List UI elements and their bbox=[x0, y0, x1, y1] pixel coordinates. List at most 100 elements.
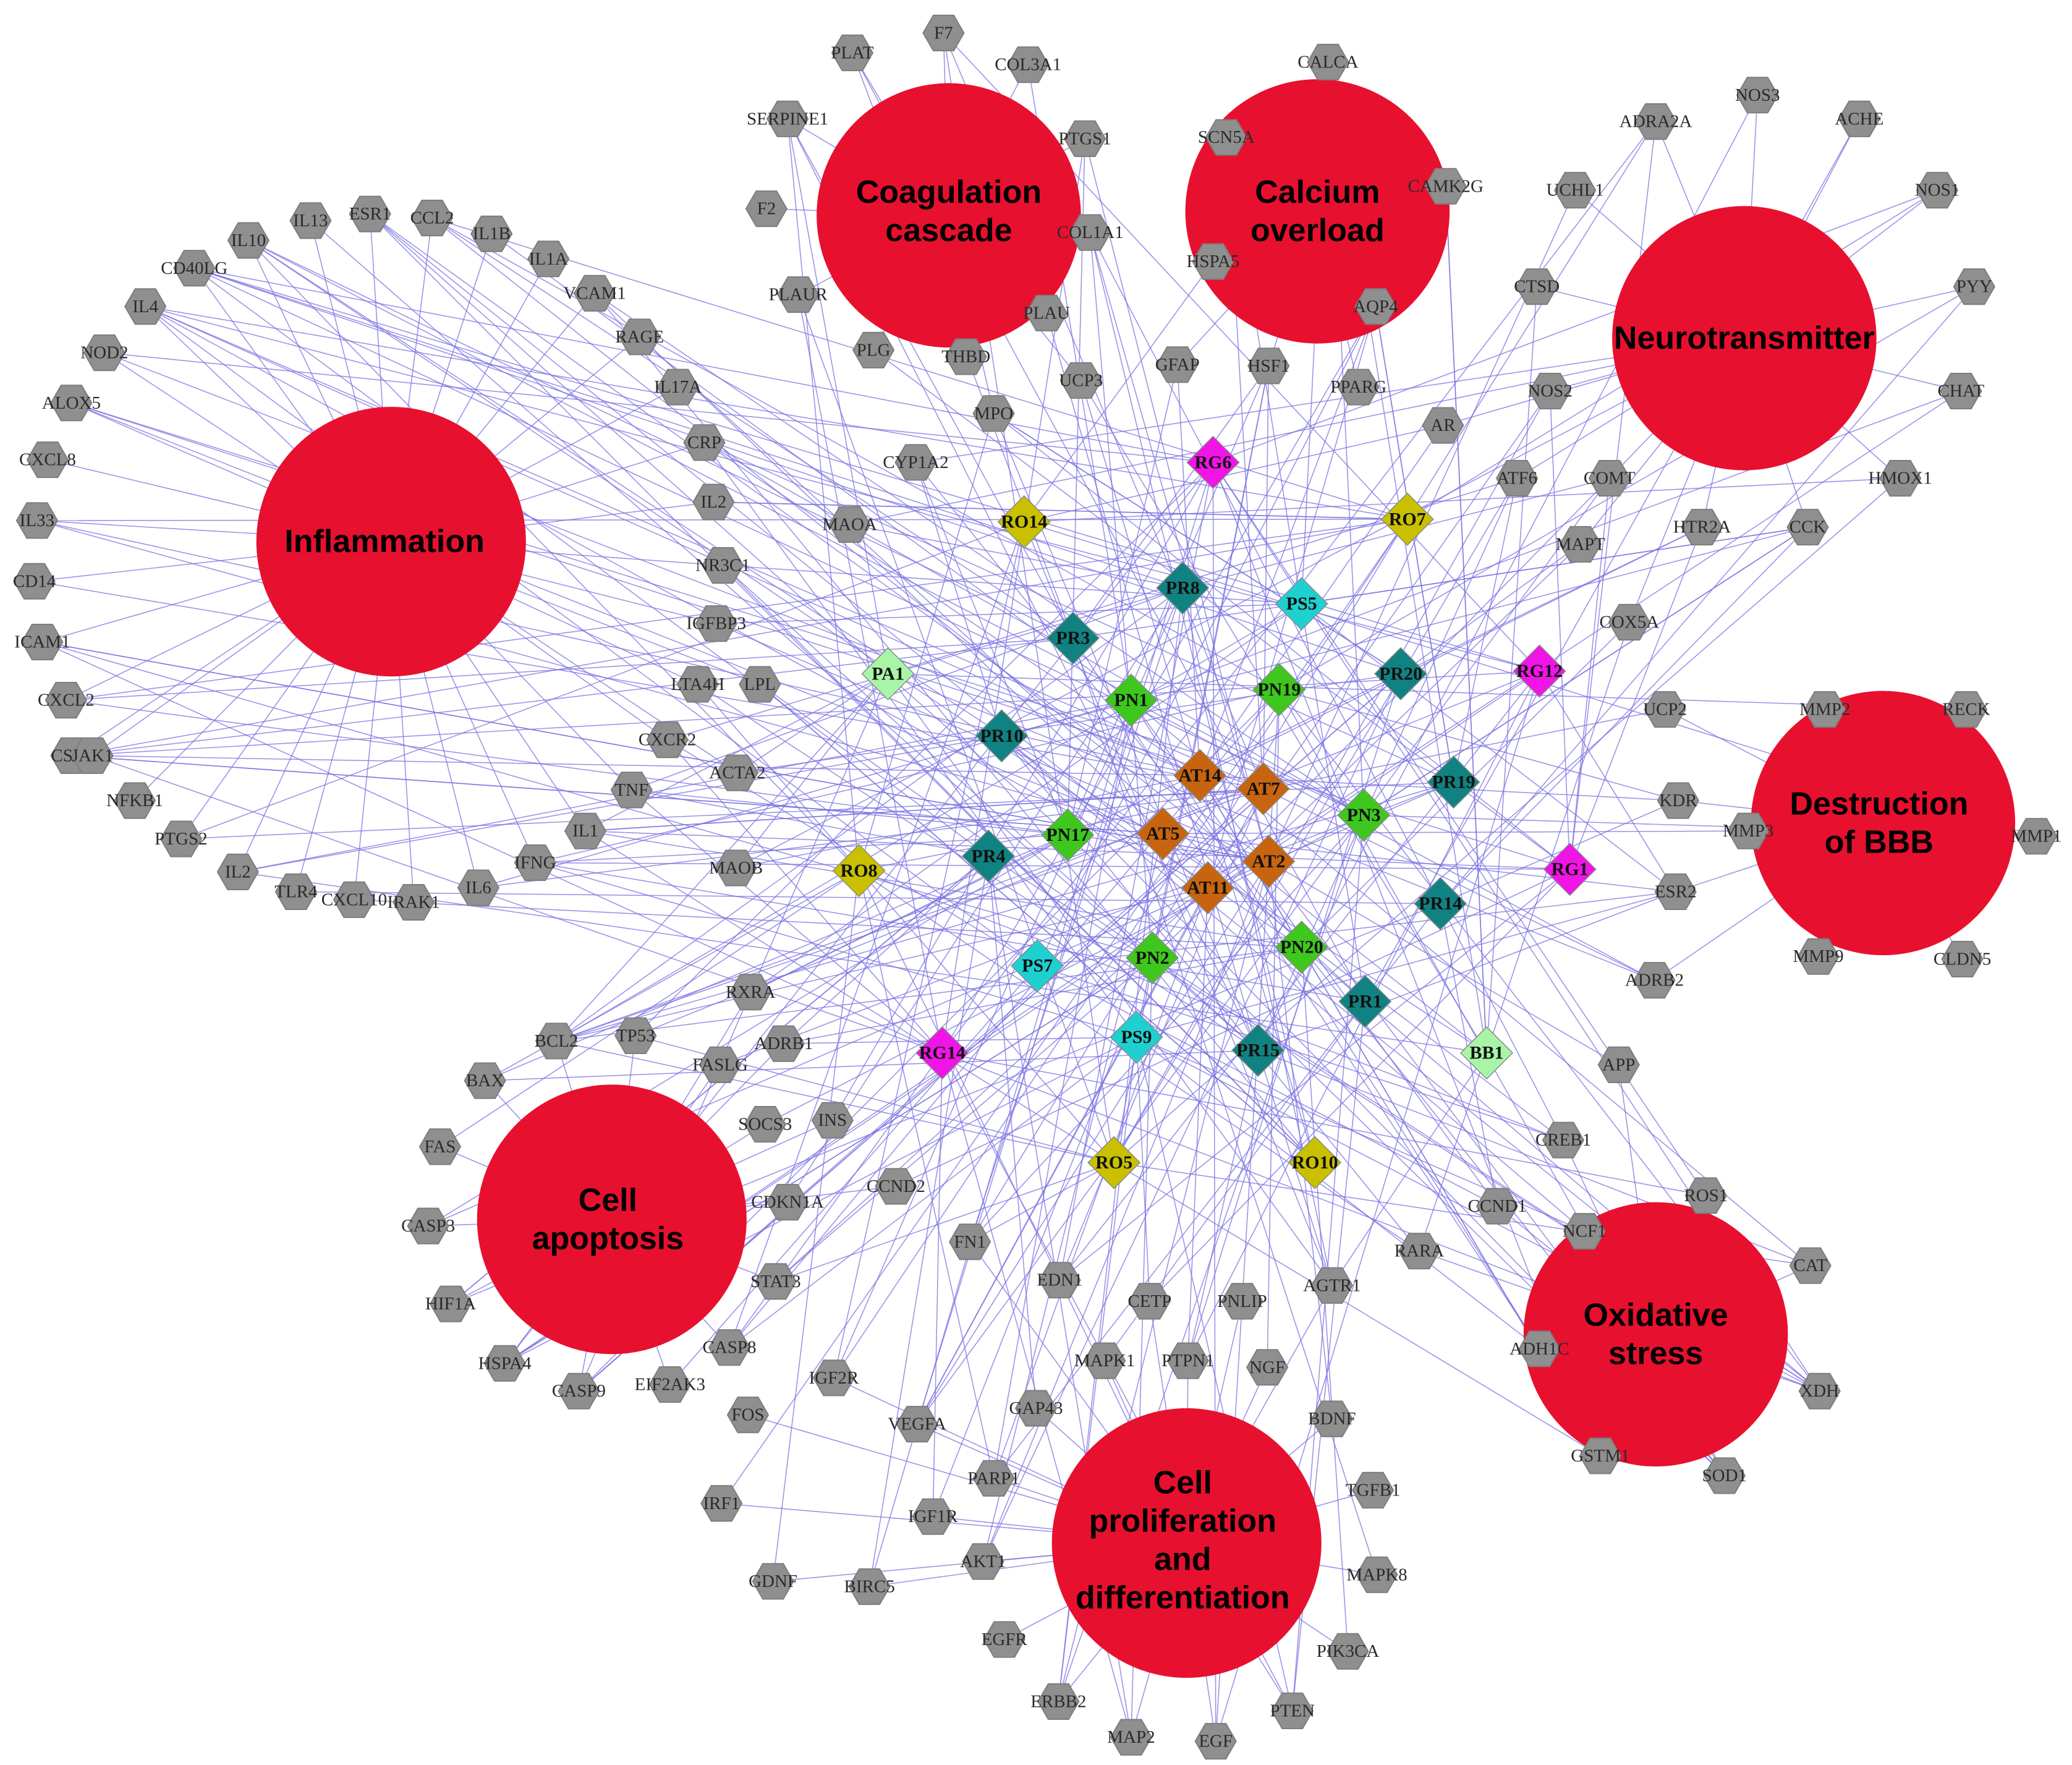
gene-node-ifng-71[interactable]: IFNG bbox=[514, 844, 556, 881]
gene-node-gap43-129[interactable]: GAP43 bbox=[1009, 1390, 1063, 1427]
gene-node-hspa5-16[interactable]: HSPA5 bbox=[1186, 243, 1239, 280]
gene-node-ptpn1-124[interactable]: PTPN1 bbox=[1161, 1342, 1215, 1379]
gene-node-htr2a-35[interactable]: HTR2A bbox=[1673, 509, 1731, 546]
gene-node-pnlip-121[interactable]: PNLIP bbox=[1217, 1283, 1267, 1320]
gene-node-cat-94[interactable]: CAT bbox=[1789, 1247, 1832, 1284]
compound-node-at7[interactable]: AT7 bbox=[1236, 762, 1290, 815]
gene-node-il2-53[interactable]: IL2 bbox=[692, 483, 735, 521]
gene-node-ctsd-26[interactable]: CTSD bbox=[1514, 268, 1560, 305]
gene-node-serpine1-3[interactable]: SERPINE1 bbox=[747, 100, 828, 137]
gene-node-il4-46[interactable]: IL4 bbox=[124, 288, 167, 325]
gene-node-kdr-82[interactable]: KDR bbox=[1657, 782, 1700, 819]
gene-node-rara-95[interactable]: RARA bbox=[1395, 1233, 1445, 1270]
compound-node-pn3[interactable]: PN3 bbox=[1337, 788, 1391, 842]
gene-node-ccl2-40[interactable]: CCL2 bbox=[410, 200, 454, 237]
gene-node-faslg-103[interactable]: FASLG bbox=[692, 1046, 748, 1083]
gene-node-uchl1-24[interactable]: UCHL1 bbox=[1546, 172, 1604, 209]
gene-node-f7-1[interactable]: F7 bbox=[922, 14, 965, 51]
gene-node-egfr-139[interactable]: EGFR bbox=[982, 1621, 1028, 1658]
compound-node-pr15[interactable]: PR15 bbox=[1231, 1023, 1285, 1077]
gene-node-nfkb1-66[interactable]: NFKB1 bbox=[106, 782, 163, 819]
gene-node-tnf-67[interactable]: TNF bbox=[610, 772, 653, 809]
gene-node-ptgs1-4[interactable]: PTGS1 bbox=[1058, 120, 1111, 157]
compound-node-pr1[interactable]: PR1 bbox=[1338, 974, 1392, 1028]
gene-node-nos1-25[interactable]: NOS1 bbox=[1915, 172, 1960, 209]
compound-node-pr4[interactable]: PR4 bbox=[961, 829, 1016, 883]
gene-node-atf6-31[interactable]: ATF6 bbox=[1495, 460, 1539, 497]
gene-node-esr2-85[interactable]: ESR2 bbox=[1654, 873, 1697, 910]
gene-node-ptgs2-68[interactable]: PTGS2 bbox=[155, 820, 208, 857]
gene-node-akt1-135[interactable]: AKT1 bbox=[960, 1543, 1006, 1580]
gene-node-ncf1-93[interactable]: NCF1 bbox=[1563, 1213, 1607, 1250]
gene-node-mmp2-79[interactable]: MMP2 bbox=[1799, 691, 1850, 728]
gene-node-igf1r-134[interactable]: IGF1R bbox=[908, 1498, 958, 1535]
compound-node-ps7[interactable]: PS7 bbox=[1011, 939, 1064, 993]
gene-node-calca-13[interactable]: CALCA bbox=[1297, 43, 1359, 80]
gene-node-parp1-131[interactable]: PARP1 bbox=[967, 1460, 1020, 1497]
gene-node-birc5-138[interactable]: BIRC5 bbox=[844, 1568, 895, 1606]
gene-node-irf1-133[interactable]: IRF1 bbox=[700, 1485, 743, 1522]
gene-node-cxcl8-52[interactable]: CXCL8 bbox=[19, 441, 76, 478]
gene-node-tp53-102[interactable]: TP53 bbox=[614, 1017, 657, 1054]
compound-node-pr8[interactable]: PR8 bbox=[1156, 561, 1210, 615]
gene-node-adrb1-104[interactable]: ADRB1 bbox=[754, 1025, 813, 1062]
gene-node-mpo-12[interactable]: MPO bbox=[972, 395, 1015, 432]
gene-node-casp8-114[interactable]: CASP8 bbox=[703, 1329, 757, 1366]
compound-node-pr20[interactable]: PR20 bbox=[1374, 647, 1428, 700]
gene-node-adra2a-22[interactable]: ADRA2A bbox=[1620, 103, 1692, 140]
gene-node-pten-142[interactable]: PTEN bbox=[1270, 1692, 1315, 1729]
gene-node-casp3-111[interactable]: CASP3 bbox=[401, 1207, 455, 1244]
compound-node-rg6[interactable]: RG6 bbox=[1186, 435, 1240, 490]
gene-node-il33-54[interactable]: IL33 bbox=[15, 502, 59, 539]
gene-node-plat-0[interactable]: PLAT bbox=[831, 34, 874, 72]
compound-node-pr19[interactable]: PR19 bbox=[1427, 755, 1480, 809]
compound-node-pn1[interactable]: PN1 bbox=[1104, 673, 1158, 727]
gene-node-thbd-10[interactable]: THBD bbox=[941, 338, 990, 375]
gene-node-pyy-27[interactable]: PYY bbox=[1953, 268, 1995, 305]
gene-node-cox5a-37[interactable]: COX5A bbox=[1600, 603, 1660, 641]
gene-node-il1-69[interactable]: IL1 bbox=[564, 812, 607, 849]
gene-node-reck-80[interactable]: RECK bbox=[1942, 691, 1990, 728]
gene-node-esr1-39[interactable]: ESR1 bbox=[349, 195, 391, 232]
gene-node-gdnf-137[interactable]: GDNF bbox=[749, 1563, 797, 1600]
compound-node-ro5[interactable]: RO5 bbox=[1087, 1136, 1141, 1189]
gene-node-ucp2-81[interactable]: UCP2 bbox=[1643, 691, 1687, 728]
gene-node-rxra-100[interactable]: RXRA bbox=[726, 974, 776, 1011]
gene-node-ucp3-11[interactable]: UCP3 bbox=[1059, 362, 1103, 399]
gene-node-map2-143[interactable]: MAP2 bbox=[1107, 1719, 1155, 1756]
gene-node-cck-36[interactable]: CCK bbox=[1786, 509, 1829, 546]
gene-node-ccnd1-92[interactable]: CCND1 bbox=[1468, 1188, 1527, 1225]
gene-node-camk2g-15[interactable]: CAMK2G bbox=[1408, 168, 1484, 205]
compound-node-at11[interactable]: AT11 bbox=[1181, 861, 1234, 915]
gene-node-cldn5-87[interactable]: CLDN5 bbox=[1934, 940, 1991, 977]
gene-node-pparg-20[interactable]: PPARG bbox=[1330, 368, 1386, 406]
gene-node-scn5a-14[interactable]: SCN5A bbox=[1198, 119, 1255, 156]
gene-node-adh1c-96[interactable]: ADH1C bbox=[1509, 1330, 1569, 1367]
gene-node-il10-41[interactable]: IL10 bbox=[227, 222, 270, 259]
gene-node-igfbp3-57[interactable]: IGFBP3 bbox=[686, 605, 746, 642]
gene-node-hif1a-113[interactable]: HIF1A bbox=[425, 1285, 476, 1322]
gene-node-ache-23[interactable]: ACHE bbox=[1835, 100, 1883, 137]
compound-node-pn17[interactable]: PN17 bbox=[1041, 808, 1095, 862]
gene-node-icam1-58[interactable]: ICAM1 bbox=[14, 624, 70, 661]
compound-node-pr10[interactable]: PR10 bbox=[975, 709, 1029, 763]
gene-node-cetp-120[interactable]: CETP bbox=[1127, 1283, 1171, 1320]
compound-node-rg14[interactable]: RG14 bbox=[915, 1026, 969, 1080]
gene-node-app-89[interactable]: APP bbox=[1597, 1046, 1640, 1083]
gene-node-ar-30[interactable]: AR bbox=[1422, 407, 1464, 444]
gene-node-igf2r-126[interactable]: IGF2R bbox=[809, 1359, 859, 1397]
gene-node-il2-70[interactable]: IL2 bbox=[216, 853, 259, 890]
gene-node-maoa-77[interactable]: MAOA bbox=[822, 506, 877, 543]
gene-node-vegfa-128[interactable]: VEGFA bbox=[888, 1406, 946, 1443]
compound-node-at14[interactable]: AT14 bbox=[1173, 749, 1227, 802]
gene-node-ccnd2-110[interactable]: CCND2 bbox=[867, 1168, 925, 1205]
compound-node-ps5[interactable]: PS5 bbox=[1275, 577, 1328, 631]
gene-node-bdnf-130[interactable]: BDNF bbox=[1308, 1400, 1356, 1437]
gene-node-chat-29[interactable]: CHAT bbox=[1938, 373, 1985, 410]
gene-node-hmox1-33[interactable]: HMOX1 bbox=[1869, 460, 1932, 497]
compound-node-at2[interactable]: AT2 bbox=[1242, 835, 1296, 888]
